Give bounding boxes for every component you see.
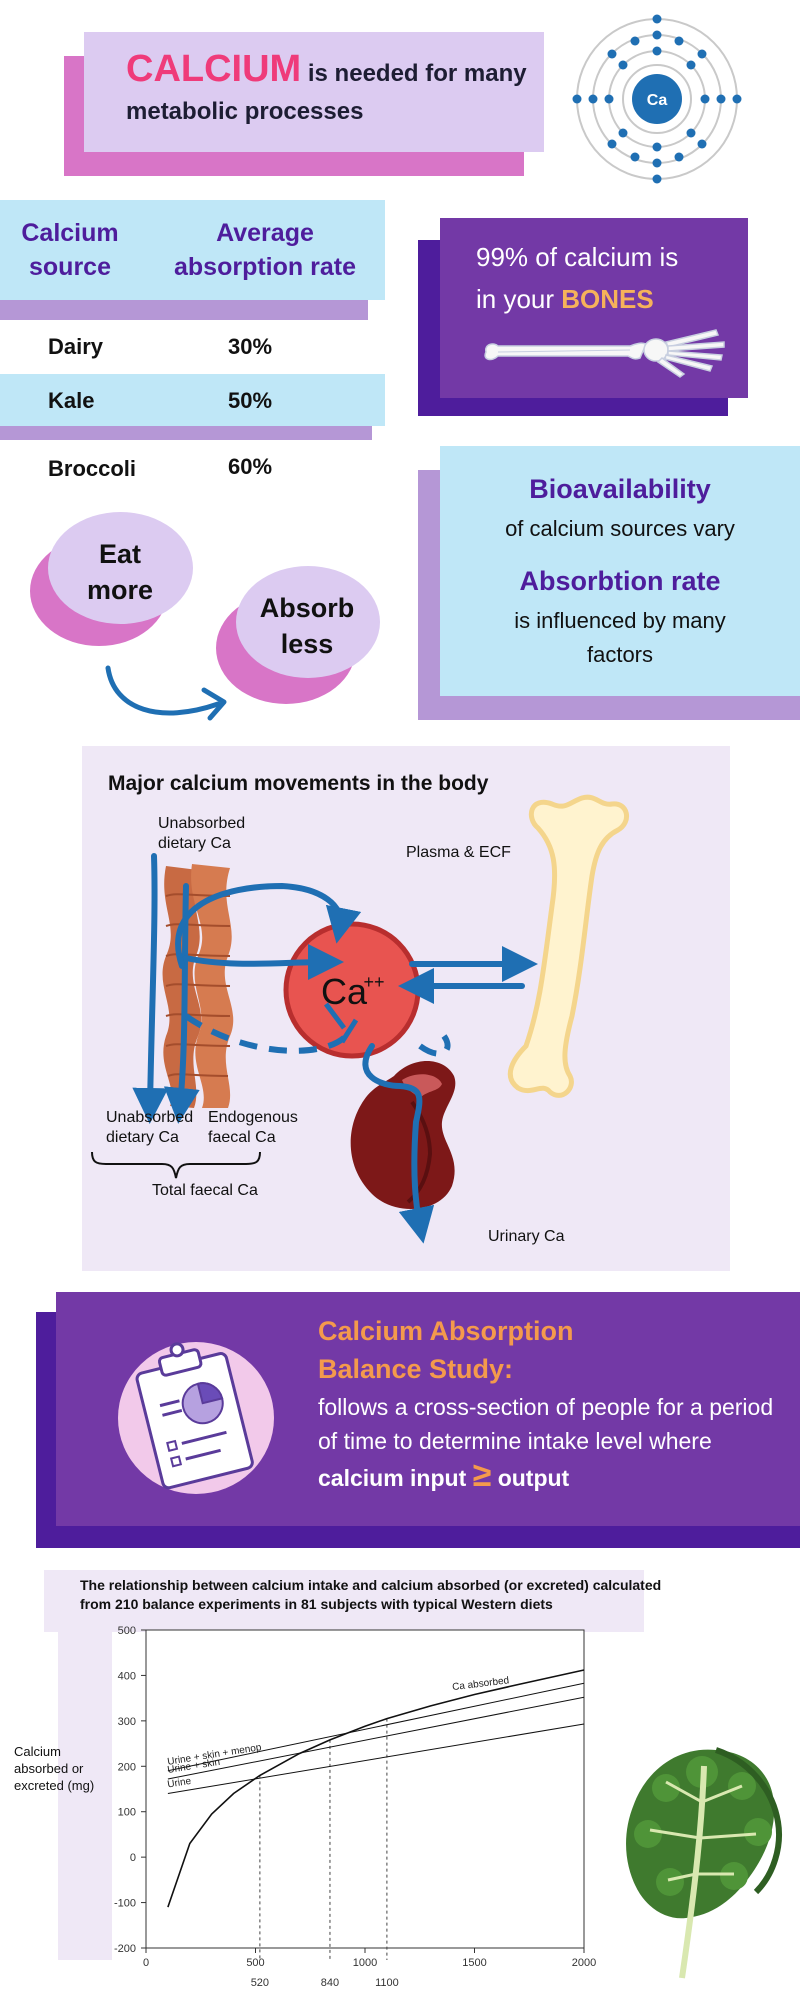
bio-sub-1: of calcium sources vary bbox=[505, 516, 735, 541]
series-label: Urine bbox=[167, 1776, 193, 1791]
table-row-kale-rate: 50% bbox=[228, 388, 273, 413]
table-row-broccoli-rate: 60% bbox=[228, 454, 273, 479]
dashed-secretion-arrow bbox=[184, 1013, 349, 1054]
table-row-kale-source: Kale bbox=[48, 388, 95, 413]
page-title: CALCIUM is needed for many metabolic pro… bbox=[126, 50, 536, 131]
study-output-text: output bbox=[497, 1465, 570, 1491]
diagram-title: Major calcium movements in the body bbox=[108, 772, 489, 795]
table-row-broccoli-source: Broccoli bbox=[48, 456, 137, 481]
curved-arrow-icon bbox=[105, 665, 227, 721]
arm-bone-icon bbox=[484, 329, 725, 378]
dashed-reabsorption-arrow bbox=[418, 1034, 451, 1057]
bones-accent: BONES bbox=[561, 284, 654, 314]
chart-caption-box bbox=[44, 1570, 644, 1632]
femur-bone-icon bbox=[507, 794, 629, 1098]
y-tick-label: 500 bbox=[118, 1625, 136, 1637]
marked-intake-label: 1100 bbox=[375, 1977, 399, 1989]
absorb-less-bubble bbox=[236, 566, 380, 678]
bones-text: 99% of calcium is in your BONES bbox=[476, 236, 736, 320]
y-tick-label: 300 bbox=[118, 1716, 136, 1728]
kale-leaf-icon bbox=[626, 1747, 782, 1979]
chart-ylabel: Calcium absorbed or excreted (mg) bbox=[14, 1744, 95, 1793]
absorption-arrow bbox=[175, 882, 362, 969]
series-line bbox=[167, 1723, 585, 1794]
absorption-arrow-2 bbox=[183, 944, 344, 981]
intake-absorption-chart: -200 -100 0 100 200 300 400 500 0 500 1000 1500 2000… bbox=[114, 1625, 596, 1989]
table-header-bg bbox=[0, 200, 385, 300]
calcium-atom-icon: Ca bbox=[572, 14, 742, 184]
label-unabsorbed-bottom: Unabsorbed dietary Ca bbox=[106, 1109, 194, 1146]
series-line bbox=[167, 1669, 585, 1908]
study-body: follows a cross-section of people for a … bbox=[318, 1390, 778, 1495]
y-tick-label: 0 bbox=[130, 1852, 136, 1864]
eat-more-bubble bbox=[48, 512, 193, 624]
label-unabsorbed-top: Unabsorbed dietary Ca bbox=[158, 815, 246, 852]
clipboard-pie-chart-icon bbox=[118, 1342, 274, 1494]
bones-line1: 99% of calcium is bbox=[476, 242, 679, 272]
chart-title: The relationship between calcium intake … bbox=[80, 1577, 662, 1612]
table-row-dairy-rate: 30% bbox=[228, 334, 273, 359]
study-geq-symbol: ≥ bbox=[472, 1456, 492, 1494]
label-urinary: Urinary Ca bbox=[488, 1228, 565, 1245]
table-row-dairy-source: Dairy bbox=[48, 334, 104, 359]
bio-sub-2: is influenced by many factors bbox=[514, 608, 726, 667]
title-rest: is needed for many metabolic processes bbox=[126, 60, 527, 125]
label-total-faecal: Total faecal Ca bbox=[152, 1182, 258, 1199]
ca-charge-label: ++ bbox=[363, 972, 384, 992]
bio-heading-2: Absorbtion rate bbox=[519, 566, 721, 596]
study-input-text: calcium input bbox=[318, 1465, 467, 1491]
study-title: Calcium Absorption Balance Study: bbox=[318, 1316, 574, 1384]
atom-symbol: Ca bbox=[647, 92, 668, 109]
title-box bbox=[84, 32, 544, 152]
table-row-kale-stripe bbox=[0, 426, 372, 440]
x-tick-label: 500 bbox=[246, 1957, 264, 1969]
intestine-icon bbox=[162, 864, 234, 1108]
label-endogenous: Endogenous faecal Ca bbox=[208, 1109, 298, 1146]
series-line bbox=[167, 1696, 585, 1780]
plot-area bbox=[145, 1629, 585, 1949]
bio-heading-1: Bioavailability bbox=[529, 474, 711, 504]
table-header-source: Calcium source bbox=[21, 219, 119, 281]
study-body-text: follows a cross-section of people for a … bbox=[318, 1394, 774, 1454]
title-accent: CALCIUM bbox=[126, 48, 302, 90]
unabsorbed-arrow bbox=[132, 853, 169, 1124]
x-tick-label: 1500 bbox=[462, 1957, 486, 1969]
bones-line2: in your BONES bbox=[476, 284, 654, 314]
label-plasma: Plasma & ECF bbox=[406, 844, 511, 861]
dashed-arrowhead bbox=[324, 1002, 359, 1044]
y-tick-label: 100 bbox=[118, 1807, 136, 1819]
calcium-movements-diagram: Ca ++ bbox=[91, 794, 629, 1244]
y-tick-label: 400 bbox=[118, 1670, 136, 1682]
faecal-brace bbox=[91, 1151, 261, 1179]
marked-intake-label: 520 bbox=[251, 1977, 269, 1989]
urinary-arrow bbox=[362, 1043, 435, 1244]
absorb-less-label: Absorb less bbox=[259, 593, 355, 659]
y-tick-label: -100 bbox=[114, 1898, 136, 1910]
table-header-stripe bbox=[0, 300, 368, 320]
bio-box bbox=[440, 446, 800, 696]
marked-intake-label: 840 bbox=[321, 1977, 339, 1989]
x-tick-label: 1000 bbox=[353, 1957, 377, 1969]
y-tick-label: -200 bbox=[114, 1943, 136, 1955]
kidney-icon bbox=[350, 1061, 456, 1209]
series-line bbox=[167, 1682, 585, 1772]
table-row-kale-bg bbox=[0, 374, 385, 426]
chart-left-strip bbox=[58, 1630, 112, 1960]
x-tick-label: 2000 bbox=[572, 1957, 596, 1969]
table-header-rate: Average absorption rate bbox=[174, 219, 356, 281]
eat-more-label: Eat more bbox=[86, 539, 154, 605]
x-tick-label: 0 bbox=[143, 1957, 149, 1969]
y-tick-label: 200 bbox=[118, 1761, 136, 1773]
